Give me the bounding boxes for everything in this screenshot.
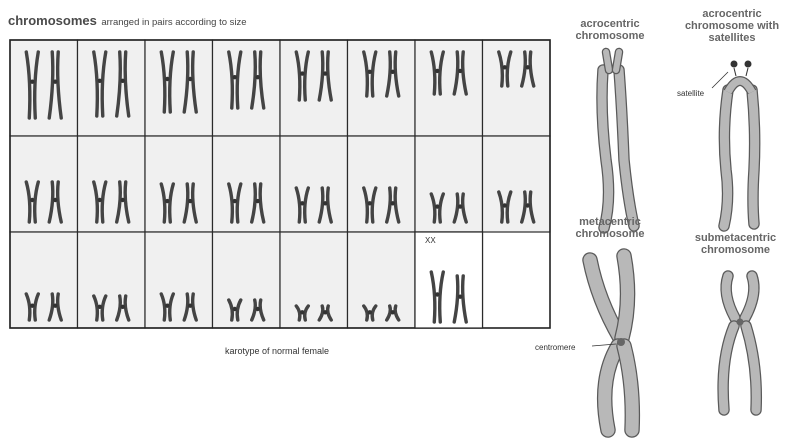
metacentric-label: metacentric chromosome bbox=[555, 216, 665, 240]
karyotype-header: chromosomes arranged in pairs according … bbox=[8, 12, 247, 30]
submetacentric-label: submetacentric chromosome bbox=[678, 232, 793, 256]
metacentric-centromere bbox=[617, 338, 625, 346]
satellite-right bbox=[745, 61, 752, 68]
metacentric-lower-left bbox=[605, 346, 618, 430]
centromere-dot bbox=[121, 79, 125, 83]
centromere-dot bbox=[233, 307, 237, 311]
centromere-dot bbox=[98, 198, 102, 202]
centromere-dot bbox=[435, 292, 439, 296]
karyotype-cell bbox=[78, 136, 146, 232]
centromere-dot bbox=[30, 304, 34, 308]
centromere-dot bbox=[256, 75, 260, 79]
karyotype-cell bbox=[280, 136, 348, 232]
centromere-dot bbox=[300, 201, 304, 205]
centromere-dot bbox=[323, 201, 327, 205]
submeta-upper-right bbox=[745, 276, 754, 318]
satellite-left bbox=[731, 61, 738, 68]
centromere-dot bbox=[53, 198, 57, 202]
acrocentric-satellites-label: acrocentric chromosome with satellites bbox=[672, 8, 792, 44]
centromere-dot bbox=[188, 199, 192, 203]
karyotype-cell bbox=[348, 40, 416, 136]
centromere-dot bbox=[458, 69, 462, 73]
karyotype-cell bbox=[145, 136, 213, 232]
karyotype-cell bbox=[415, 136, 483, 232]
metacentric-upper-right bbox=[622, 256, 628, 338]
karyotype-cell bbox=[348, 232, 416, 328]
centromere-dot bbox=[300, 71, 304, 75]
acro-sat-right-arm bbox=[752, 90, 755, 224]
karyotype-cell bbox=[415, 40, 483, 136]
centromere-dot bbox=[30, 198, 34, 202]
karyotype-cell bbox=[483, 136, 551, 232]
centromere-dot bbox=[391, 201, 395, 205]
centromere-dot bbox=[121, 198, 125, 202]
centromere-dot bbox=[503, 203, 507, 207]
karyotype-cell bbox=[213, 136, 281, 232]
centromere-dot bbox=[53, 80, 57, 84]
sex-chromosome-label: XX bbox=[425, 236, 436, 245]
satellite-stalk-left bbox=[734, 68, 736, 76]
centromere-dot bbox=[368, 70, 372, 74]
centromere-dot bbox=[98, 79, 102, 83]
karyotype-cell bbox=[145, 232, 213, 328]
karyotype-cell bbox=[10, 232, 78, 328]
centromere-dot bbox=[256, 199, 260, 203]
submeta-centromere bbox=[737, 319, 744, 326]
centromere-dot bbox=[391, 310, 395, 314]
centromere-annotation: centromere bbox=[535, 343, 575, 352]
satellite-stalk-right bbox=[746, 68, 748, 76]
centromere-dot bbox=[458, 295, 462, 299]
acrocentric-short-arm-right bbox=[616, 52, 619, 70]
acrocentric-right-arm bbox=[619, 70, 634, 226]
karyotype-cell bbox=[483, 40, 551, 136]
centromere-dot bbox=[368, 201, 372, 205]
centromere-dot bbox=[368, 310, 372, 314]
acrocentric-short-arm-left bbox=[606, 52, 609, 70]
karyotype-cell bbox=[213, 232, 281, 328]
centromere-dot bbox=[233, 75, 237, 79]
centromere-dot bbox=[98, 305, 102, 309]
karyotype-cell bbox=[78, 40, 146, 136]
karyotype-cell bbox=[280, 232, 348, 328]
centromere-dot bbox=[165, 304, 169, 308]
karyotype-cell bbox=[280, 40, 348, 136]
centromere-dot bbox=[53, 304, 57, 308]
header-title-bold: chromosomes bbox=[8, 13, 97, 28]
header-title-rest: arranged in pairs according to size bbox=[101, 17, 246, 28]
karyotype-cell bbox=[78, 232, 146, 328]
karyotype-cell bbox=[10, 40, 78, 136]
karyotype-grid bbox=[10, 40, 550, 328]
centromere-dot bbox=[233, 199, 237, 203]
karyotype-cell bbox=[10, 136, 78, 232]
submeta-upper-left bbox=[726, 276, 735, 318]
centromere-dot bbox=[503, 65, 507, 69]
centromere-dot bbox=[188, 304, 192, 308]
karyotype-cell bbox=[213, 40, 281, 136]
acro-sat-bend bbox=[728, 81, 752, 92]
centromere-dot bbox=[165, 199, 169, 203]
acro-sat-left-arm bbox=[724, 90, 728, 226]
karyotype-cell bbox=[348, 136, 416, 232]
centromere-dot bbox=[458, 204, 462, 208]
acrocentric-label: acrocentric chromosome bbox=[555, 18, 665, 42]
centromere-dot bbox=[323, 71, 327, 75]
centromere-dot bbox=[391, 70, 395, 74]
centromere-dot bbox=[165, 77, 169, 81]
satellite-annotation: satellite bbox=[677, 89, 704, 98]
karyotype-caption: karotype of normal female bbox=[0, 346, 554, 356]
karyotype-cell bbox=[145, 40, 213, 136]
centromere-dot bbox=[30, 80, 34, 84]
centromere-dot bbox=[121, 305, 125, 309]
sex-chromosome-cell bbox=[415, 232, 483, 328]
centromere-dot bbox=[526, 203, 530, 207]
centromere-dot bbox=[256, 307, 260, 311]
centromere-dot bbox=[323, 310, 327, 314]
centromere-dot bbox=[435, 69, 439, 73]
centromere-dot bbox=[526, 65, 530, 69]
centromere-dot bbox=[300, 310, 304, 314]
centromere-dot bbox=[188, 77, 192, 81]
centromere-dot bbox=[435, 204, 439, 208]
